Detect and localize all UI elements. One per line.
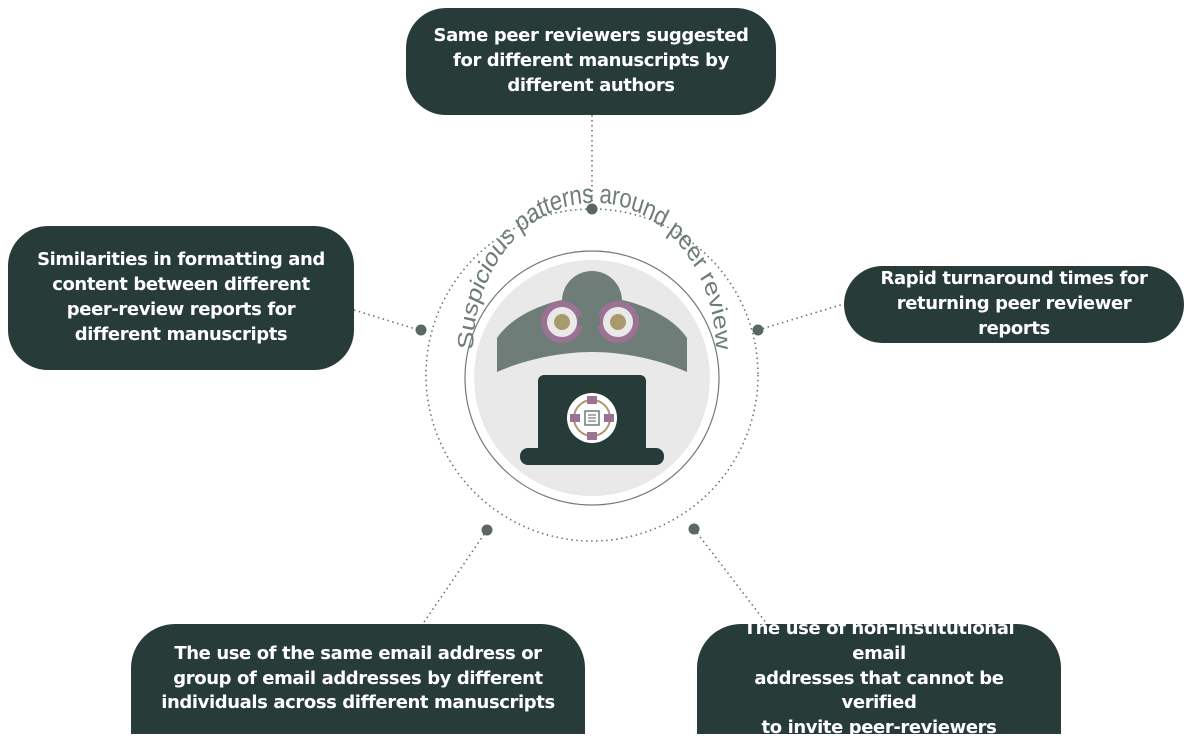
- pattern-text-line: content between different: [52, 274, 310, 296]
- ring-dot-top: [586, 203, 598, 215]
- connector-bottom-right: [693, 528, 771, 629]
- network-person-top: [587, 396, 597, 404]
- pattern-text-line: different manuscripts: [74, 323, 288, 345]
- pattern-text-line: addresses that cannot be verified: [754, 667, 1004, 714]
- network-person-left: [570, 414, 580, 422]
- pattern-text-line: Similarities in formatting and: [37, 249, 325, 271]
- pattern-box-rapid-turnaround: Rapid turnaround times for returning pee…: [844, 266, 1184, 343]
- ring-dot-bottom-left: [481, 524, 493, 536]
- binocular-lens-right-core: [610, 314, 626, 330]
- ring-dot-left: [415, 324, 427, 336]
- binocular-bridge: [578, 316, 600, 326]
- pattern-text-line: peer-review reports for: [66, 299, 296, 320]
- pattern-text-line: for different manuscripts by: [453, 50, 729, 72]
- connector-right: [757, 303, 845, 331]
- binoculars-figure-icon: [497, 271, 687, 372]
- connector-bottom-left: [419, 529, 488, 629]
- pattern-text-line: Same peer reviewers suggested: [433, 25, 749, 47]
- pattern-text-line: The use of the same email address or: [174, 642, 542, 664]
- pattern-box-non-institutional-emails: The use of non-institutional email addre…: [697, 618, 1061, 738]
- network-person-bottom: [587, 432, 597, 440]
- pattern-text-line: to invite peer-reviewers: [761, 717, 997, 739]
- pattern-box-similar-reports: Similarities in formatting and content b…: [8, 226, 354, 370]
- pattern-text-line: individuals across different manuscripts: [161, 692, 555, 714]
- dotted-ring: [425, 208, 759, 542]
- pattern-text-line: different authors: [507, 74, 675, 96]
- laptop-base: [520, 448, 664, 465]
- pattern-text-line: Rapid turnaround times for: [880, 268, 1148, 290]
- pattern-box-shared-emails: The use of the same email address or gro…: [131, 624, 585, 734]
- pattern-box-same-reviewers: Same peer reviewers suggested for differ…: [406, 8, 776, 115]
- peer-review-network-icon: [567, 393, 617, 443]
- binocular-lens-left-core: [554, 314, 570, 330]
- pattern-text-line: group of email addresses by different: [173, 667, 543, 689]
- network-person-right: [604, 414, 614, 422]
- pattern-text-line: returning peer reviewer reports: [896, 293, 1132, 339]
- connector-left: [353, 309, 420, 331]
- ring-dots: [415, 203, 764, 536]
- connector-lines: [353, 115, 845, 629]
- ring-dot-bottom-right: [688, 523, 700, 535]
- pattern-text-line: The use of non-institutional email: [743, 617, 1015, 664]
- ring-dot-right: [752, 324, 764, 336]
